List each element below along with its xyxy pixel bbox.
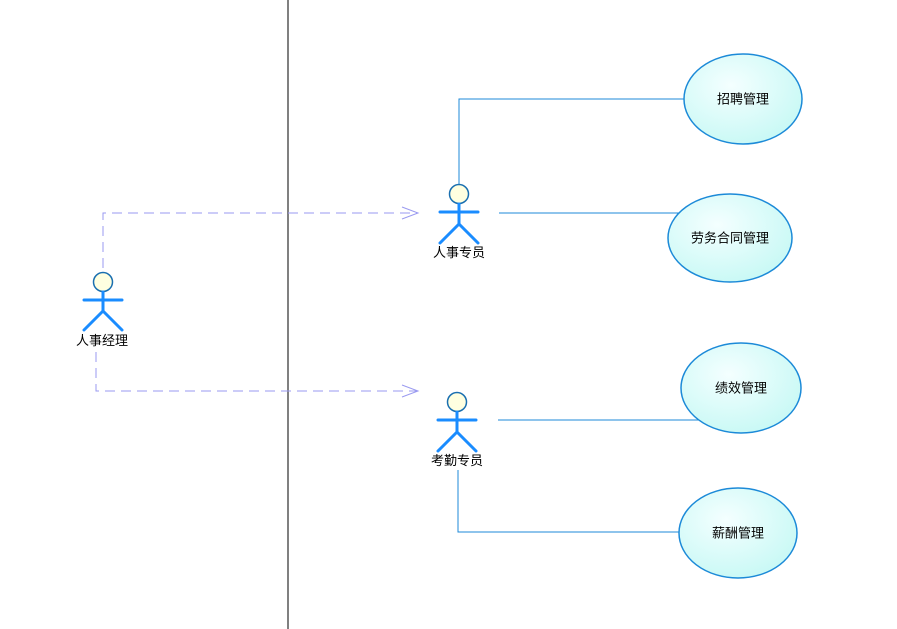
actor-label: 考勤专员: [431, 454, 483, 469]
dependency-arrow-attendance: [401, 384, 420, 398]
dependency-arrow-hr: [401, 206, 420, 220]
dependency-line-manager-to-hr[interactable]: [102, 212, 418, 268]
use-case-label: 劳务合同管理: [691, 231, 769, 247]
use-case-recruitment[interactable]: 招聘管理: [683, 53, 803, 145]
association-attendance-salary[interactable]: [457, 470, 680, 533]
actor-icon: [82, 271, 124, 332]
association-hr-recruitment[interactable]: [458, 98, 684, 184]
actor-label: 人事专员: [433, 246, 485, 261]
actor-icon: [438, 183, 480, 245]
use-case-labor-contract[interactable]: 劳务合同管理: [667, 193, 793, 283]
actor-manager[interactable]: 人事经理: [76, 271, 128, 350]
actor-attendance-specialist[interactable]: 考勤专员: [431, 391, 483, 470]
use-case-salary[interactable]: 薪酬管理: [678, 487, 798, 579]
actor-icon: [436, 391, 478, 453]
use-case-label: 招聘管理: [717, 93, 769, 108]
use-case-performance[interactable]: 绩效管理: [680, 342, 802, 434]
actor-label: 人事经理: [76, 334, 128, 349]
use-case-label: 绩效管理: [715, 382, 767, 397]
dependency-line-manager-to-attendance[interactable]: [95, 352, 418, 392]
actor-hr-specialist[interactable]: 人事专员: [433, 183, 485, 262]
use-case-label: 薪酬管理: [712, 527, 764, 542]
